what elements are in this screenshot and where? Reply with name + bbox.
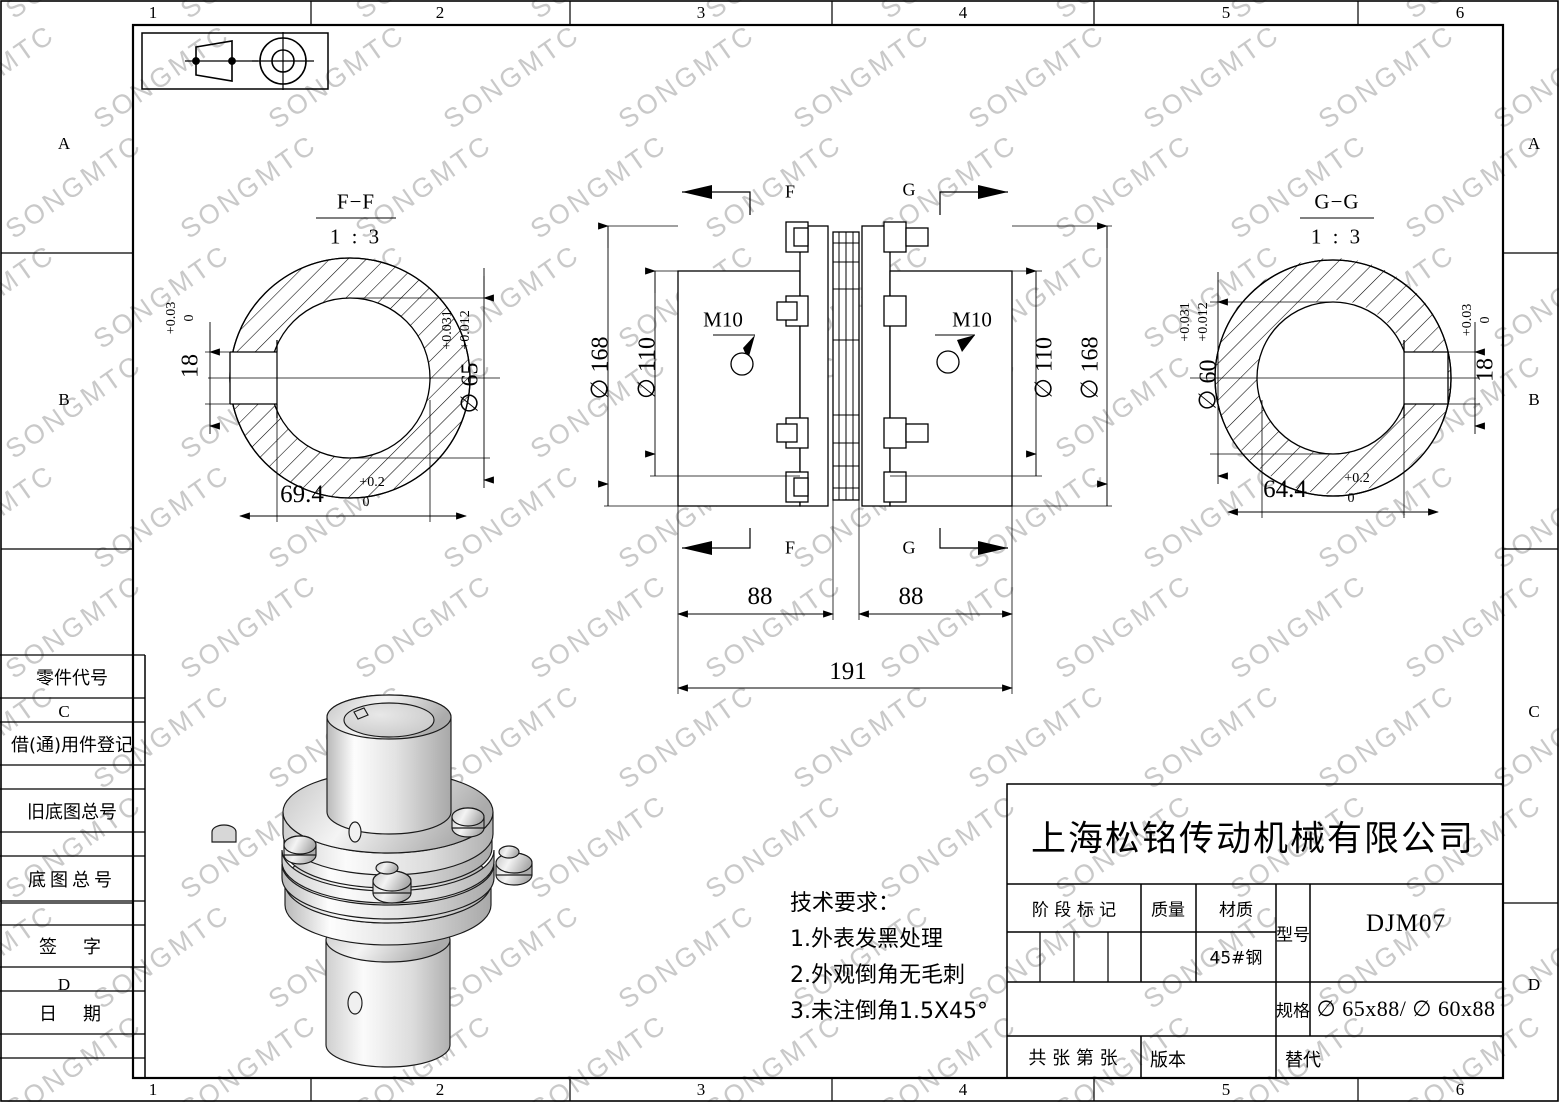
gg-keyway-tol-lower: 0 <box>1478 316 1493 324</box>
gg-keyway-depth: 64.4 <box>1263 476 1307 503</box>
note-item-3: 3.未注倒角1.5X45° <box>790 999 989 1024</box>
material-label: 材质 <box>1219 900 1253 921</box>
zone-row-c-right: C <box>1528 702 1540 721</box>
section-gg-geometry <box>1190 217 1485 518</box>
section-ff-scale: 1 : 3 <box>329 224 383 249</box>
ff-depth-tol-lower: 0 <box>362 495 370 510</box>
left-block-row-3: 底图总号 <box>28 870 116 891</box>
section-gg-title: G−G <box>1314 189 1360 214</box>
version-label: 版本 <box>1150 1050 1186 1071</box>
left-block-row-2: 旧底图总号 <box>27 802 117 823</box>
zone-col-4: 4 <box>958 3 968 22</box>
zone-col-6-bottom: 6 <box>1455 1080 1465 1099</box>
ff-bore-tol-upper: +0.031 <box>440 310 455 350</box>
replace-label: 替代 <box>1285 1050 1321 1071</box>
main-length-left: 88 <box>747 583 773 610</box>
gg-bore-dia: ∅ 60 <box>1195 359 1222 411</box>
section-mark-f-top: F <box>784 181 796 202</box>
zone-row-d-right: D <box>1527 975 1541 994</box>
main-outer-dia-right: ∅ 168 <box>1077 336 1104 400</box>
zone-col-2: 2 <box>435 3 445 22</box>
main-hub-dia-left: ∅ 110 <box>634 336 661 400</box>
section-gg-scale: 1 : 3 <box>1310 224 1364 249</box>
zone-row-b-left: B <box>58 390 70 409</box>
zone-row-a-left: A <box>57 134 71 153</box>
gg-bore-tol-lower: +0.012 <box>1196 302 1211 342</box>
main-hub-dia-right: ∅ 110 <box>1031 336 1058 400</box>
company-name: 上海松铭传动机械有限公司 <box>1030 819 1476 860</box>
ff-keyway-depth: 69.4 <box>280 481 324 508</box>
zone-col-5: 5 <box>1221 3 1231 22</box>
main-view-geometry <box>598 185 1112 694</box>
main-thread-left: M10 <box>703 307 743 332</box>
zone-col-5-bottom: 5 <box>1221 1080 1231 1099</box>
section-ff-geometry <box>205 217 500 522</box>
left-block-row-0: 零件代号 <box>36 668 108 689</box>
zone-col-2-bottom: 2 <box>435 1080 445 1099</box>
ff-keyway-tol-lower: 0 <box>182 314 197 322</box>
note-item-1: 1.外表发黑处理 <box>790 927 943 952</box>
zone-col-3-bottom: 3 <box>696 1080 706 1099</box>
stage-mark-label: 阶 段 标 记 <box>1031 900 1117 921</box>
zone-row-c-left: C <box>58 702 70 721</box>
ff-keyway-width: 18 <box>177 354 204 378</box>
ff-bore-tol-lower: +0.012 <box>458 310 473 350</box>
model-label: 型号 <box>1276 925 1310 946</box>
ff-bore-dia: ∅ 65 <box>457 362 484 414</box>
gg-depth-tol-lower: 0 <box>1347 491 1355 506</box>
left-block-row-1: 借(通)用件登记 <box>10 735 134 756</box>
spec-value: ∅ 65x88/ ∅ 60x88 <box>1316 996 1496 1021</box>
spec-label: 规格 <box>1276 1001 1310 1022</box>
zone-row-b-right: B <box>1528 390 1540 409</box>
ff-depth-tol-upper: +0.2 <box>359 475 385 490</box>
section-mark-g-top: G <box>902 179 916 200</box>
zone-col-4-bottom: 4 <box>958 1080 968 1099</box>
section-mark-g-bottom: G <box>902 537 916 558</box>
left-block-row-5: 日 期 <box>39 1004 105 1025</box>
zone-row-d-left: D <box>57 975 71 994</box>
ff-keyway-tol-upper: +0.03 <box>164 301 179 335</box>
zone-col-1-bottom: 1 <box>148 1080 158 1099</box>
main-outer-dia-left: ∅ 168 <box>587 336 614 400</box>
zone-col-1: 1 <box>148 3 158 22</box>
model-value: DJM07 <box>1365 910 1447 937</box>
zone-col-3: 3 <box>696 3 706 22</box>
gg-keyway-tol-upper: +0.03 <box>1460 303 1475 337</box>
note-item-2: 2.外观倒角无毛刺 <box>790 963 965 988</box>
material-value: 45#钢 <box>1209 948 1263 969</box>
gg-depth-tol-upper: +0.2 <box>1344 471 1370 486</box>
main-length-right: 88 <box>898 583 924 610</box>
main-length-total: 191 <box>829 658 867 685</box>
left-block-row-4: 签 字 <box>39 937 105 958</box>
zone-col-6: 6 <box>1455 3 1465 22</box>
section-ff-title: F−F <box>336 189 376 214</box>
sheets-label: 共 张 第 张 <box>1028 1048 1118 1069</box>
gg-bore-tol-upper: +0.031 <box>1178 302 1193 342</box>
zone-row-a-right: A <box>1527 134 1541 153</box>
main-thread-right: M10 <box>952 307 992 332</box>
section-mark-f-bottom: F <box>784 537 796 558</box>
isometric-render <box>211 694 533 1068</box>
notes-heading: 技术要求： <box>790 891 901 916</box>
mass-label: 质量 <box>1151 900 1185 921</box>
gg-keyway-width: 18 <box>1472 358 1499 382</box>
